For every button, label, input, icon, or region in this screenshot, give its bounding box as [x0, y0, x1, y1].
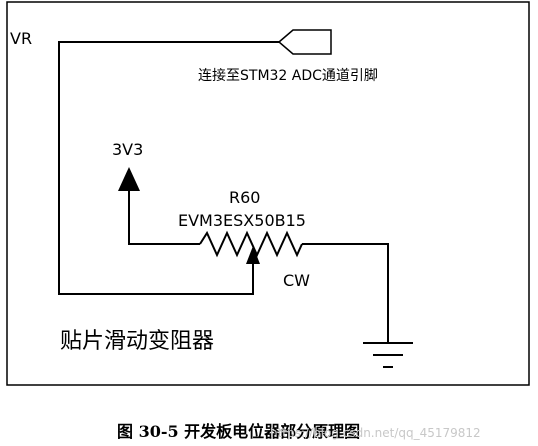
- power-arrow-symbol: [118, 167, 140, 191]
- wiper-direction-label: CW: [283, 271, 310, 290]
- vr-net-label: VR: [10, 29, 32, 48]
- wiper-arrowhead: [246, 246, 260, 264]
- watermark: https://blog.csdn.net/qq_45179812: [270, 426, 481, 440]
- figure-caption: 图 30-5 开发板电位器部分原理图: [117, 422, 360, 441]
- supply-wire: [128, 191, 200, 245]
- schematic-frame: [6, 1, 530, 386]
- component-description: 贴片滑动变阻器: [60, 329, 214, 354]
- ground-symbol: [363, 342, 413, 368]
- ground-wire: [302, 243, 389, 343]
- resistor-part-number: EVM3ESX50B15: [178, 211, 306, 230]
- offsheet-connector-flag: [277, 29, 332, 55]
- supply-label-3v3: 3V3: [112, 140, 143, 159]
- resistor-designator: R60: [229, 188, 260, 207]
- potentiometer-resistor: [199, 230, 303, 258]
- connector-label: 连接至STM32 ADC通道引脚: [198, 67, 378, 84]
